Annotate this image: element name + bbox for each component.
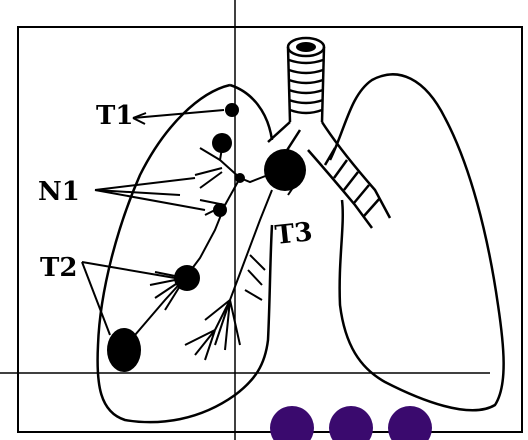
right-main-bronchus [308, 122, 390, 228]
nav-dot-1[interactable] [270, 406, 314, 440]
tumor-t3 [264, 149, 306, 191]
tumor-upper-node [212, 133, 232, 153]
nav-dot-3[interactable] [388, 406, 432, 440]
node-n1-lower [213, 203, 227, 217]
nav-dot-2[interactable] [329, 406, 373, 440]
label-t3: T3 [274, 217, 314, 251]
bronchial-tree [135, 148, 272, 360]
node-n1-hilar [235, 173, 245, 183]
tumor-t2-upper [174, 265, 200, 291]
pointer-arrows [82, 110, 305, 335]
label-t1: T1 [96, 101, 133, 131]
tumor-t2-lower [107, 328, 141, 372]
nav-dots[interactable] [270, 406, 432, 440]
tumor-t1 [225, 103, 239, 117]
diagram-frame [18, 27, 522, 432]
label-t2: T2 [40, 253, 77, 283]
trachea-lumen [296, 42, 316, 52]
label-n1: N1 [38, 177, 80, 207]
right-lung-outline [330, 74, 504, 410]
